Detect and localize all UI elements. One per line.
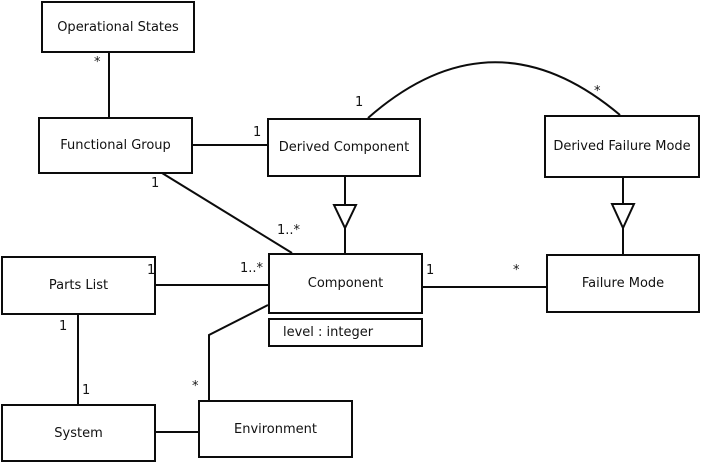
class-box-environment: Environment [198, 400, 353, 458]
class-box-parts-list: Parts List [1, 256, 156, 315]
multiplicity-pl-component-src: 1 [147, 263, 156, 278]
edge-functionalgroup-component [161, 172, 293, 254]
edge-derivedcomponent-derivedfailuremode-arc [367, 61, 621, 119]
multiplicity-pl-system-src: 1 [59, 319, 68, 334]
class-box-operational-states: Operational States [41, 1, 195, 53]
class-box-functional-group: Functional Group [38, 117, 193, 174]
multiplicity-fg-dc: 1 [253, 125, 262, 140]
multiplicity-opstates-fg: * [94, 55, 101, 70]
attribute-level-integer: level : integer [283, 325, 374, 340]
class-box-derived-component: Derived Component [267, 118, 421, 177]
class-box-system: System [1, 404, 156, 462]
class-name-system: System [54, 425, 103, 441]
class-box-failure-mode: Failure Mode [546, 254, 700, 313]
multiplicity-component-fm-dst: * [513, 263, 520, 278]
multiplicity-dfm-arc: * [594, 84, 601, 99]
multiplicity-component-env: * [192, 379, 199, 394]
class-name-environment: Environment [233, 421, 317, 437]
generalization-triangle-failuremode [610, 203, 636, 231]
class-name-failure-mode: Failure Mode [581, 276, 665, 291]
class-box-component: Component [268, 253, 423, 314]
edge-component-environment [208, 304, 269, 400]
class-box-derived-failure-mode: Derived Failure Mode [544, 115, 700, 178]
class-name-functional-group: Functional Group [60, 138, 171, 153]
multiplicity-pl-system-dst: 1 [82, 383, 91, 398]
multiplicity-component-fm-src: 1 [426, 263, 435, 278]
multiplicity-fg-component-src: 1 [151, 176, 160, 191]
class-name-parts-list: Parts List [48, 278, 109, 293]
multiplicity-fg-component-dst: 1..* [277, 223, 301, 238]
multiplicity-dc-arc: 1 [355, 95, 364, 110]
class-name-derived-component: Derived Component [278, 140, 410, 155]
multiplicity-pl-component-dst: 1..* [240, 261, 264, 276]
class-name-operational-states: Operational States [57, 19, 179, 35]
class-box-component-attributes: level : integer [268, 318, 423, 347]
class-name-derived-failure-mode: Derived Failure Mode [553, 139, 691, 154]
class-name-component: Component [307, 276, 384, 291]
generalization-triangle-component [332, 204, 358, 231]
